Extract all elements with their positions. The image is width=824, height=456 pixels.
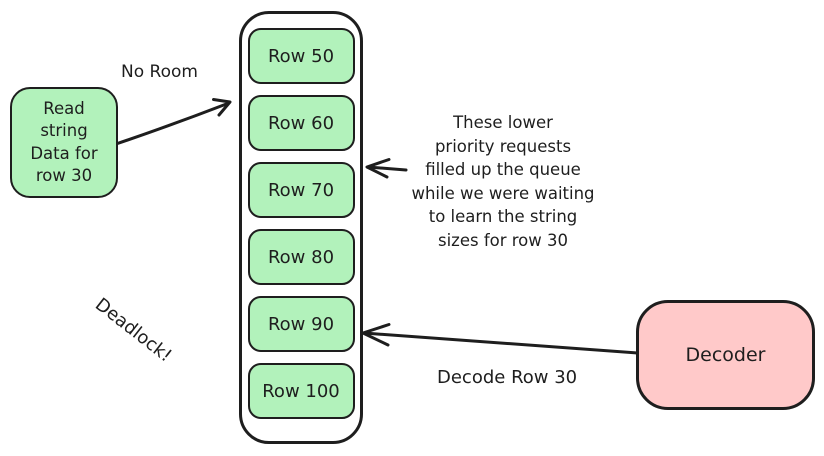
queue-filled-annotation: These lower priority requests filled up … xyxy=(411,113,595,250)
queue-row-100: Row 100 xyxy=(247,363,355,419)
no-room-arrow xyxy=(114,98,232,146)
read-string-request-box: Read string Data for row 30 xyxy=(10,87,118,198)
decode-row-label: Decode Row 30 xyxy=(437,367,578,388)
queue-row-80: Row 80 xyxy=(247,229,355,285)
queue-row-50: Row 50 xyxy=(247,28,355,84)
deadlock-label: Deadlock! xyxy=(91,294,176,367)
queue-row-label: Row 60 xyxy=(267,112,335,134)
decoder-label: Decoder xyxy=(685,344,766,366)
queue-row-label: Row 90 xyxy=(267,313,335,335)
queue-row-70: Row 70 xyxy=(247,162,355,218)
queue-row-90: Row 90 xyxy=(247,296,355,352)
decoder-box: Decoder xyxy=(636,300,815,410)
queue-container: Row 50 Row 60 Row 70 Row 80 Row 90 Row 1… xyxy=(239,11,363,444)
no-room-label: No Room xyxy=(121,62,198,82)
queue-row-label: Row 70 xyxy=(267,179,335,201)
decode-arrow xyxy=(361,323,639,355)
queue-row-label: Row 80 xyxy=(267,246,335,268)
queue-row-label: Row 100 xyxy=(262,380,340,402)
queue-row-label: Row 50 xyxy=(267,45,335,67)
queue-row-60: Row 60 xyxy=(247,95,355,151)
